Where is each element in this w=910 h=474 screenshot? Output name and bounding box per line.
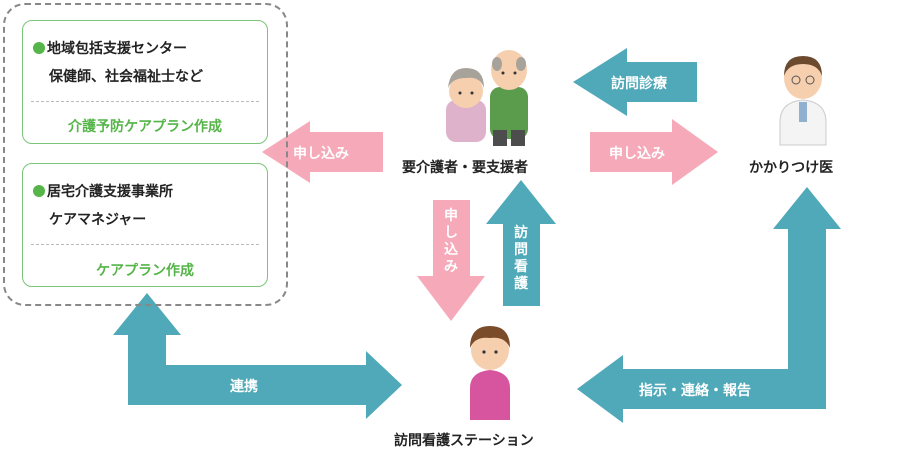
nurse-icon [470, 326, 510, 420]
apply-down-label: 申し込み [444, 208, 458, 275]
client-label: 要介護者・要支援者 [402, 160, 528, 176]
card-1-title: 地域包括支援センター [33, 35, 267, 63]
apply-down-arrow [417, 200, 485, 321]
instructions-arrow [577, 187, 841, 423]
card-2-subtitle: ケアマネジャー [49, 212, 147, 228]
green-dot-icon [33, 42, 45, 54]
doctor-icon [779, 56, 827, 146]
instructions-label: 指示・連絡・報告 [639, 383, 751, 399]
card-2-title: 居宅介護支援事業所 [33, 178, 267, 206]
apply-right-label: 申し込み [609, 146, 665, 162]
elderly-couple-icon [446, 50, 528, 146]
card-2-footer: ケアプラン作成 [96, 263, 194, 279]
station-label: 訪問看護ステーション [394, 433, 534, 449]
card-1-divider [31, 101, 259, 102]
cooperation-arrow [113, 293, 402, 419]
visit-nursing-label: 訪問看護 [514, 225, 528, 292]
home-visit-label: 訪問診療 [611, 76, 667, 92]
support-group-box [3, 3, 288, 306]
apply-right-arrow [590, 119, 718, 185]
card-care-support-office: 居宅介護支援事業所 ケアマネジャー ケアプラン作成 [22, 163, 268, 287]
card-community-support-center: 地域包括支援センター 保健師、社会福祉士など 介護予防ケアプラン作成 [22, 20, 268, 144]
green-dot-icon [33, 185, 45, 197]
cooperation-label: 連携 [230, 379, 258, 395]
apply-left-arrow [262, 121, 383, 183]
card-2-divider [31, 244, 259, 245]
apply-left-label: 申し込み [293, 146, 349, 162]
card-1-subtitle: 保健師、社会福祉士など [49, 69, 203, 85]
doctor-label: かかりつけ医 [749, 160, 834, 176]
card-1-footer: 介護予防ケアプラン作成 [68, 119, 222, 135]
visit-nursing-arrow [486, 180, 556, 306]
home-visit-arrow [573, 48, 697, 116]
